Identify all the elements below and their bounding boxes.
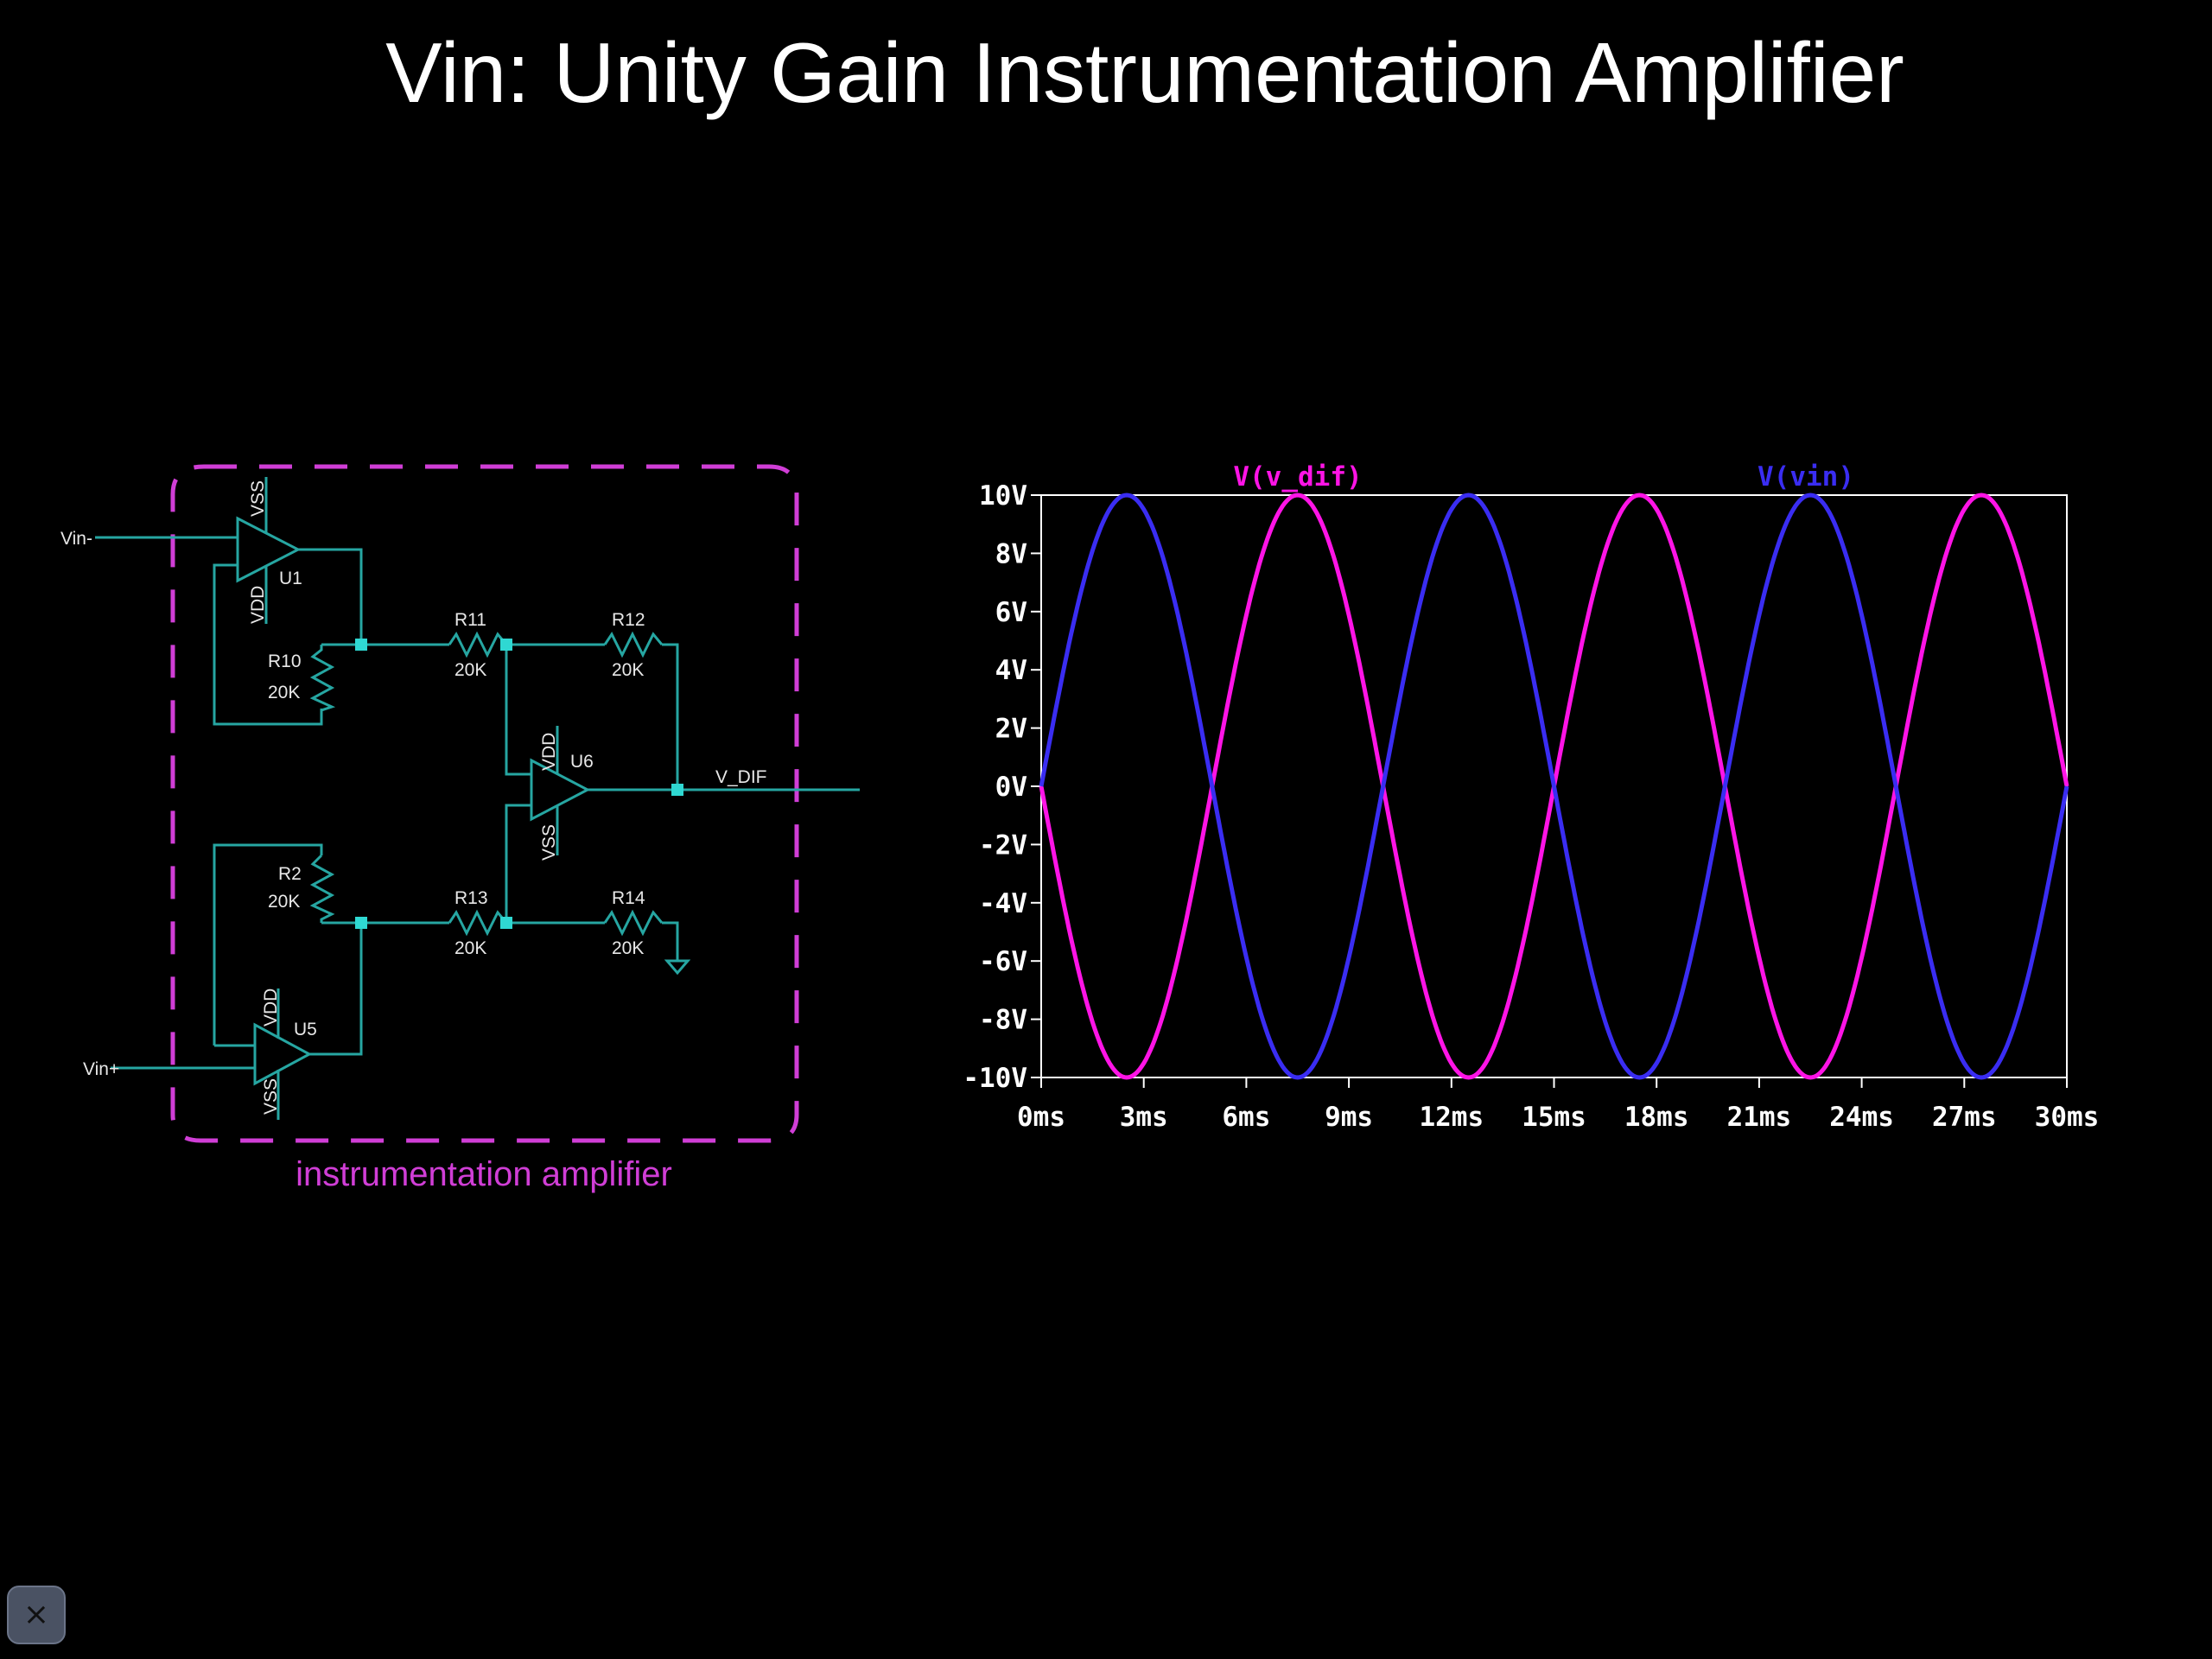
u5-ref-label: U5 [294, 1020, 317, 1039]
r13-resistor [448, 909, 508, 937]
y-tick-label: -4V [979, 888, 1027, 919]
series-group [1039, 493, 2069, 1080]
legend-entry: V(vin) [1758, 461, 1854, 493]
y-tick-label: -10V [963, 1063, 1027, 1094]
u1-vss-label: VSS [248, 480, 268, 517]
r11-resistor [448, 631, 508, 658]
r12-value-label: 20K [612, 660, 644, 680]
y-tick-label: 0V [995, 772, 1027, 803]
y-tick-label: -8V [979, 1005, 1027, 1036]
r12-resistor [603, 631, 664, 658]
x-tick-label: 30ms [2035, 1102, 2100, 1133]
r12-ref-label: R12 [612, 610, 645, 630]
x-tick-label: 6ms [1222, 1102, 1270, 1133]
instrumentation-amplifier-boundary [170, 464, 799, 1143]
u1-op-amp-symbol [236, 477, 302, 624]
u6-op-amp-symbol [530, 726, 591, 855]
y-tick-label: 8V [995, 538, 1027, 569]
close-icon: × [22, 1597, 50, 1632]
x-axis: 0ms 3ms 6ms 9ms 12ms 15ms 18ms 21ms 24ms 27ms 30ms [1017, 1077, 2099, 1133]
r11-ref-label: R11 [454, 610, 486, 630]
x-tick-label: 0ms [1017, 1102, 1065, 1133]
r2-value-label: 20K [268, 892, 300, 912]
y-tick-label: -6V [979, 946, 1027, 977]
instrumentation-amplifier-label: instrumentation amplifier [296, 1155, 672, 1193]
u5-vdd-label: VDD [261, 988, 281, 1027]
u5-vss-label: VSS [261, 1078, 281, 1115]
legend-entry: V(v_dif) [1233, 461, 1362, 493]
r2-ref-label: R2 [278, 864, 302, 884]
y-tick-label: -2V [979, 830, 1027, 861]
u1-ref-label: U1 [279, 569, 302, 588]
legend: V(v_dif) V(vin) [1233, 461, 1854, 493]
r14-value-label: 20K [612, 938, 644, 958]
x-tick-label: 9ms [1325, 1102, 1373, 1133]
x-tick-label: 3ms [1120, 1102, 1168, 1133]
r11-value-label: 20K [454, 660, 486, 680]
u5-output-wire [309, 923, 363, 1056]
junction-dot [355, 917, 367, 929]
y-tick-label: 10V [979, 480, 1027, 512]
y-tick-label: 4V [995, 655, 1027, 686]
x-tick-label: 12ms [1419, 1102, 1484, 1133]
y-tick-label: 6V [995, 597, 1027, 628]
r12-right-wire [662, 643, 679, 790]
x-tick-label: 24ms [1829, 1102, 1894, 1133]
v-dif-label: V_DIF [715, 767, 767, 787]
r14-ref-label: R14 [612, 888, 645, 908]
r13-value-label: 20K [454, 938, 486, 958]
r10-ref-label: R10 [268, 652, 302, 671]
y-tick-label: 2V [995, 714, 1027, 745]
u6-vdd-label: VDD [539, 733, 559, 771]
r10-resistor [309, 645, 336, 724]
u6-ref-label: U6 [570, 752, 594, 772]
x-tick-label: 18ms [1624, 1102, 1689, 1133]
u6-noninverting-wire [505, 804, 531, 923]
schematic [95, 464, 860, 1143]
vin-plus-label: Vin+ [83, 1059, 119, 1079]
r2-resistor [309, 854, 335, 923]
r14-resistor [603, 909, 664, 937]
vin-minus-label: Vin- [60, 529, 92, 549]
x-tick-label: 21ms [1727, 1102, 1792, 1133]
u1-vdd-label: VDD [248, 586, 268, 624]
series-line-1 [1039, 493, 2069, 1080]
u6-vss-label: VSS [539, 824, 559, 861]
page-title: Vin: Unity Gain Instrumentation Amplifie… [385, 25, 1904, 120]
r10-value-label: 20K [268, 683, 300, 702]
u5-op-amp-symbol [253, 988, 313, 1120]
u6-inverting-wire [505, 645, 531, 776]
junction-dot [500, 639, 512, 651]
u1-output-wire [298, 548, 363, 645]
ground-symbol [664, 959, 691, 976]
junction-dot [355, 639, 367, 651]
x-tick-label: 15ms [1522, 1102, 1586, 1133]
junction-dot [500, 917, 512, 929]
junction-dot [671, 784, 683, 796]
waveform-chart: 10V 8V 6V 4V 2V 0V -2V -4V -6V -8V -10V 0ms 3ms 6ms 9… [963, 461, 2099, 1133]
r2-top-wire [213, 843, 323, 1046]
y-axis: 10V 8V 6V 4V 2V 0V -2V -4V -6V -8V -10V [963, 480, 1041, 1094]
r13-ref-label: R13 [454, 888, 488, 908]
x-tick-label: 27ms [1932, 1102, 1997, 1133]
r14-ground-wire [662, 921, 679, 961]
close-button[interactable]: × [7, 1586, 66, 1644]
